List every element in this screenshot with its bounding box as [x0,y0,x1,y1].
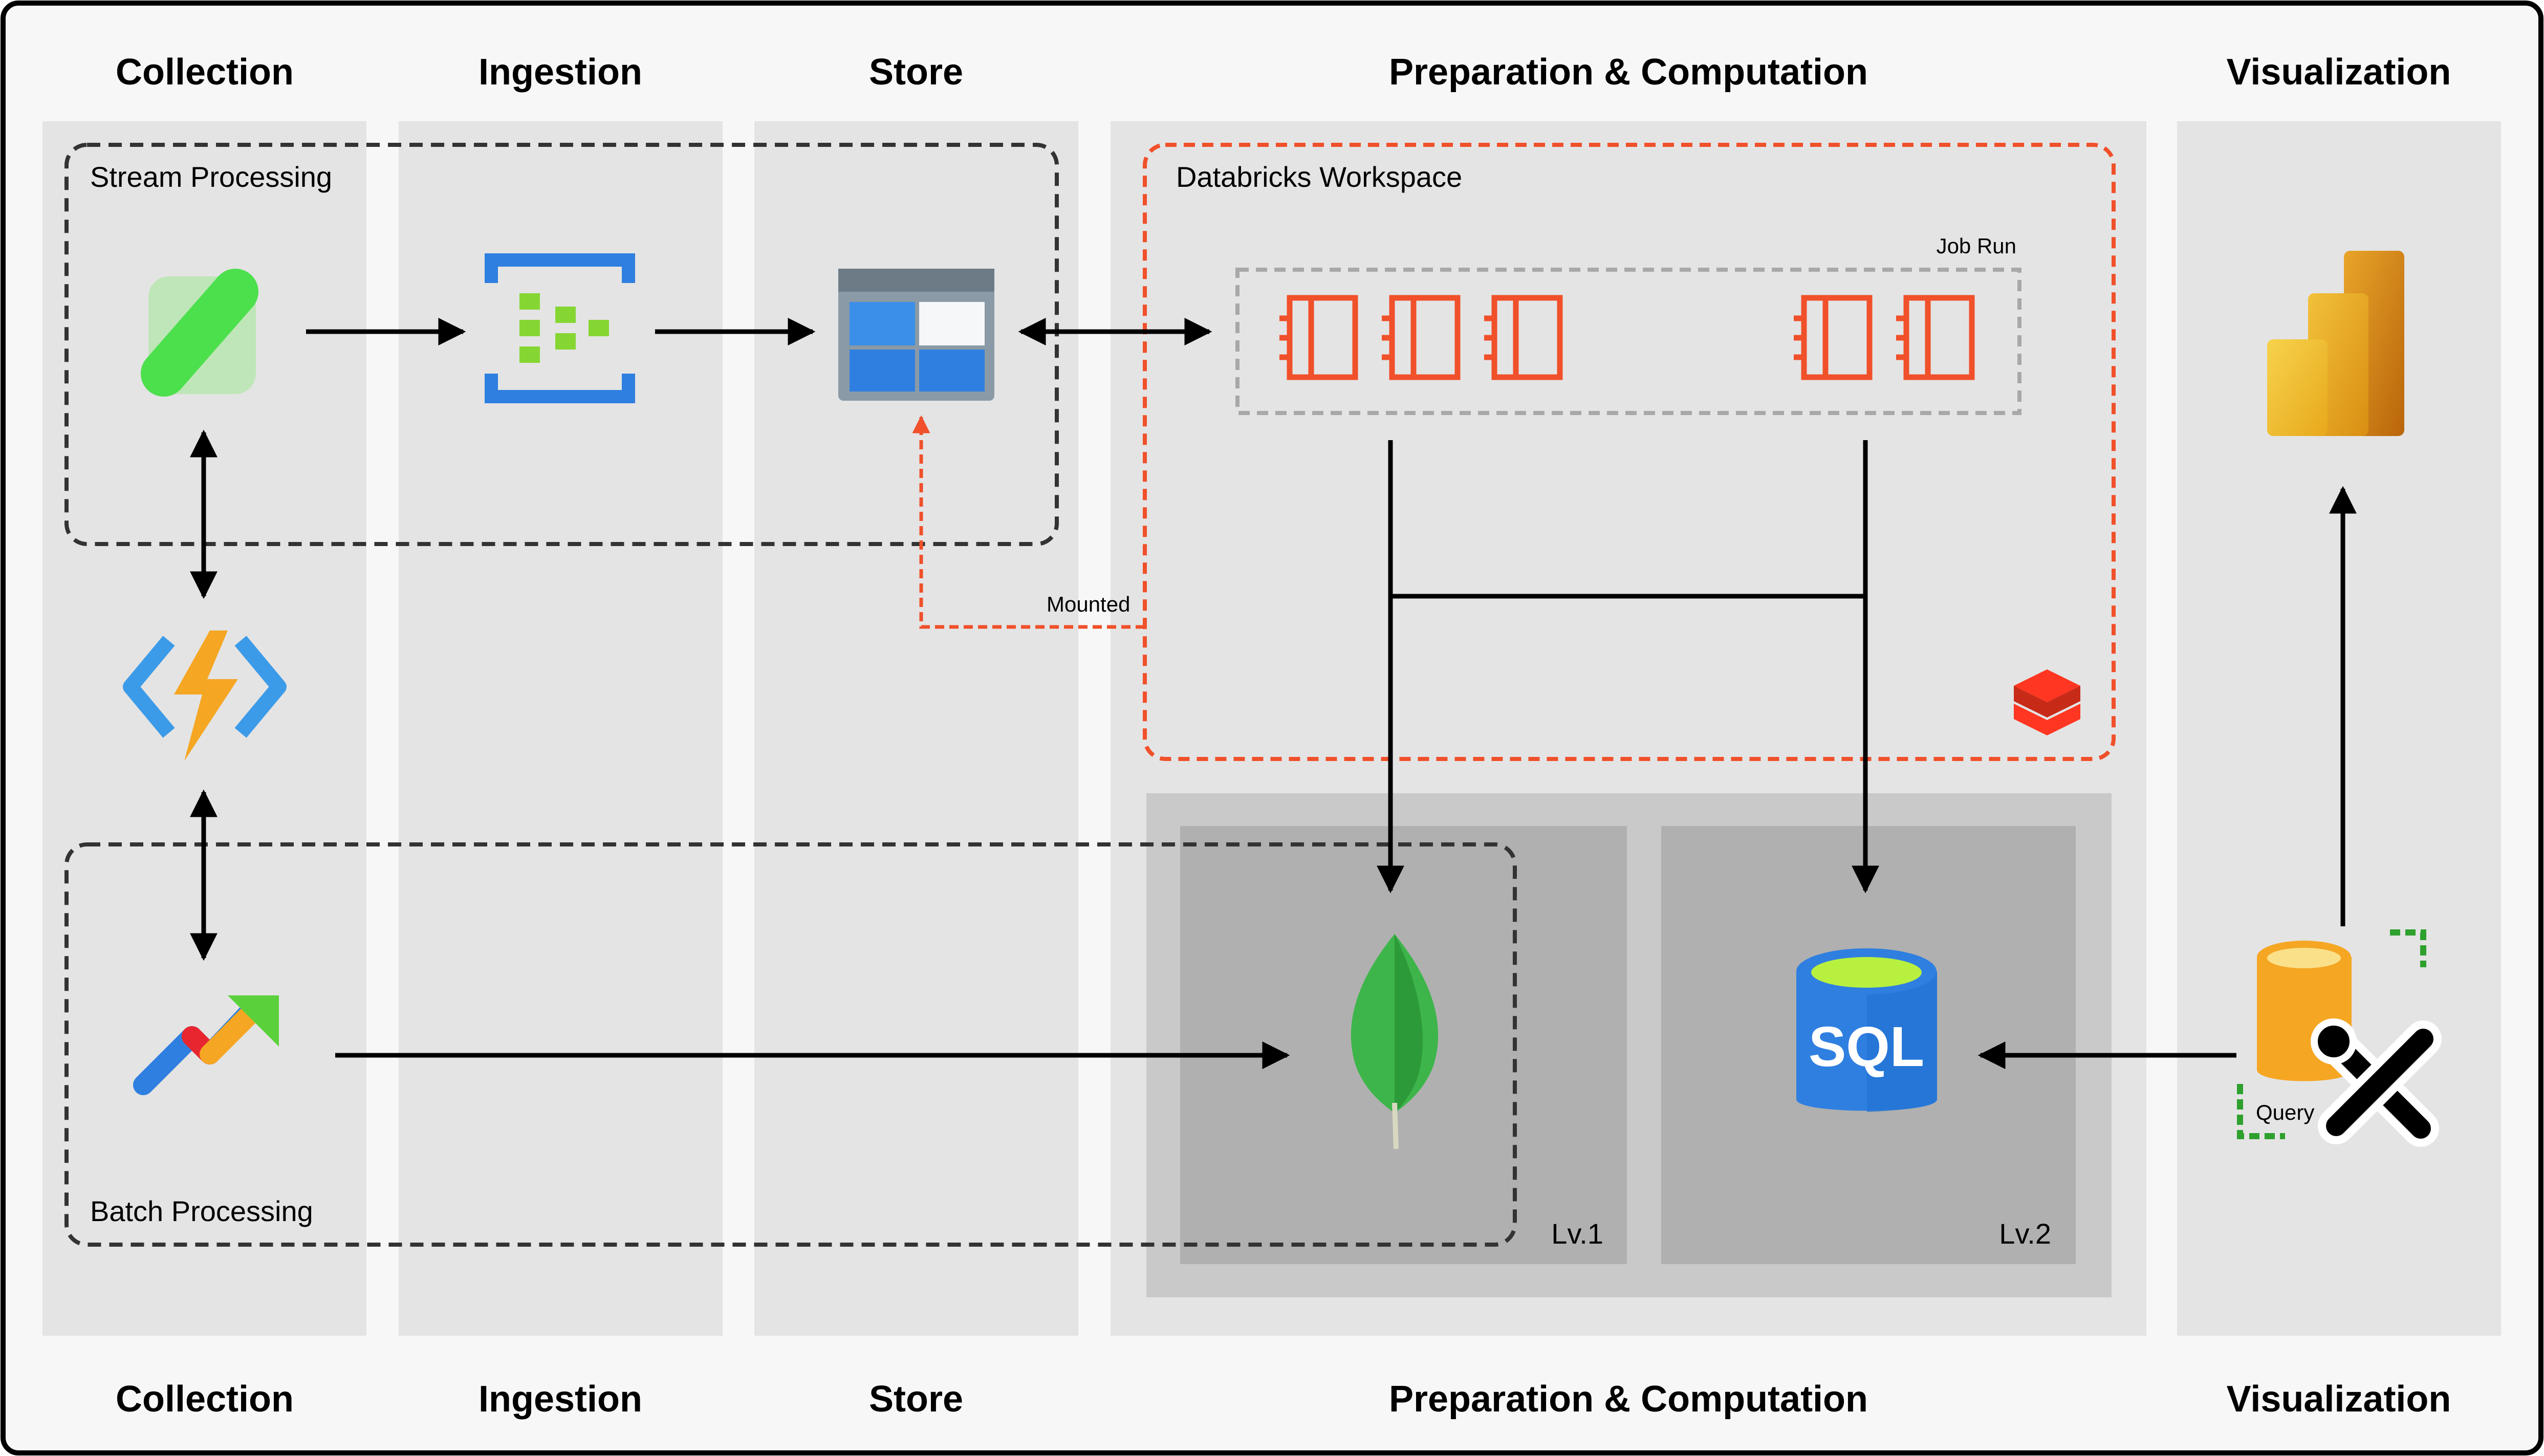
footer-visualization: Visualization [2227,1379,2451,1420]
batch-processing-group [64,842,1517,1247]
sql-database-icon: SQL [1796,948,1937,1112]
lane-ingestion [399,121,723,1336]
query-label: Query [2256,1100,2314,1124]
footer-store: Store [869,1379,963,1420]
mounted-label: Mounted [1047,592,1130,616]
footer-ingestion: Ingestion [479,1379,642,1420]
databricks-workspace-group [1143,143,2116,761]
footer-preparation: Preparation & Computation [1389,1379,1868,1420]
header-preparation: Preparation & Computation [1389,52,1868,93]
stream-processing-label: Stream Processing [90,161,332,193]
batch-processing-label: Batch Processing [90,1195,313,1227]
lv2-label: Lv.2 [1999,1218,2051,1250]
header-store: Store [869,52,963,93]
stream-processing-group [64,143,1059,546]
azure-functions-icon [123,631,287,761]
power-bi-icon [2267,251,2404,436]
lv1-label: Lv.1 [1551,1218,1603,1250]
databricks-icon [2014,669,2080,735]
stream-source-icon [141,269,258,397]
job-run-label: Job Run [1937,234,2016,258]
footer-collection: Collection [116,1379,294,1420]
sql-label: SQL [1809,1015,1924,1078]
mongodb-icon [1351,934,1439,1149]
blob-storage-icon [838,269,994,401]
job-run-group [1235,268,2021,415]
data-factory-icon [133,995,279,1095]
header-visualization: Visualization [2227,52,2451,93]
event-hub-icon [485,253,635,403]
header-ingestion: Ingestion [479,52,642,93]
arrow-mounted [912,415,1145,629]
query-tool-icon [2237,929,2442,1147]
notebook-icon [1279,295,1975,380]
databricks-workspace-label: Databricks Workspace [1176,161,1462,193]
header-collection: Collection [116,52,294,93]
